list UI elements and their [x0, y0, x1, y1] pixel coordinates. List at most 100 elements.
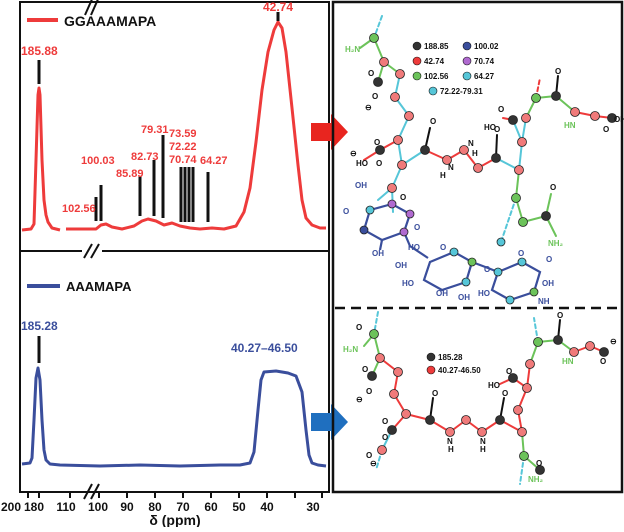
- structure-top: H₂N O O ⊖ O HO O ⊖ O O N H N H O O HO HN…: [343, 15, 624, 306]
- arrow-right-red: [311, 114, 348, 150]
- atom-label: OH: [372, 249, 384, 258]
- atom-label: O: [343, 207, 349, 216]
- peak-label: 42.74: [263, 0, 293, 14]
- peak-label: 100.03: [81, 155, 115, 167]
- x-tick-labels: 200 180 110 100 90 80 70 60 50 40 30: [1, 500, 320, 514]
- peak-label: 72.22: [169, 141, 197, 153]
- top-peak-markers: [37, 12, 280, 222]
- legend-value: 72.22-79.31: [440, 87, 483, 96]
- atom-label: O: [430, 117, 436, 126]
- peak-label: 185.28: [21, 319, 58, 333]
- structure-top-atoms: [359, 33, 617, 305]
- atom-label: O: [502, 389, 508, 398]
- atom-label: H: [440, 171, 446, 180]
- atom-label: O: [518, 249, 524, 258]
- atom-label: OH: [436, 289, 448, 298]
- atom-label: O: [536, 459, 542, 468]
- atom-label: HO: [356, 159, 368, 168]
- peak-label: 102.56: [62, 203, 96, 215]
- structure-bottom-atoms: [367, 329, 609, 475]
- atom-label: OH: [355, 181, 367, 190]
- top-legend-label: GGAAAMAPA: [64, 13, 156, 29]
- atom-label: OH: [458, 293, 470, 302]
- structure-bottom-labels: O H₂N O O ⊖ O O N H N H O O HO O HN O ⊖ …: [343, 311, 617, 484]
- spectra-panel: GGAAAMAPA 185.88 42.74 102.56 100.03 85.…: [1, 0, 330, 528]
- peak-label: 185.88: [21, 44, 58, 58]
- atom-label: N: [447, 437, 453, 446]
- legend-value: 185.28: [438, 353, 463, 362]
- atom-label: O: [382, 417, 388, 426]
- atom-label: ⊖: [610, 337, 617, 346]
- atom-label: N: [480, 437, 486, 446]
- atom-label: O: [498, 105, 504, 114]
- atom-label: HO: [408, 243, 420, 252]
- tick-label: 50: [232, 500, 246, 514]
- atom-label: O: [414, 223, 420, 232]
- axis-break-top: [84, 0, 99, 16]
- tick-label: 30: [306, 500, 320, 514]
- atom-label: O: [494, 125, 500, 134]
- atom-label: HO: [484, 123, 496, 132]
- atom-label: ⊖: [365, 103, 372, 112]
- atom-label: O: [557, 311, 563, 320]
- atom-label: HO: [488, 381, 500, 390]
- atom-label: O: [546, 255, 552, 264]
- legend-value: 70.74: [474, 57, 495, 66]
- tick-label: 40: [260, 500, 274, 514]
- structure-bottom-bonds: [363, 311, 605, 485]
- legend-value: 102.56: [424, 72, 449, 81]
- peak-label: 70.74: [169, 154, 197, 166]
- atom-label: O: [356, 323, 362, 332]
- tick-label: 70: [176, 500, 190, 514]
- atom-label: ⊖: [350, 149, 357, 158]
- structure-bottom: O H₂N O O ⊖ O O N H N H O O HO O HN O ⊖ …: [343, 311, 617, 485]
- tick-label: 80: [148, 500, 162, 514]
- structure-top-labels: H₂N O O ⊖ O HO O ⊖ O O N H N H O O HO HN…: [343, 45, 624, 306]
- atom-label: N: [468, 139, 474, 148]
- atom-label: ⊖: [370, 459, 377, 468]
- tick-label: 90: [120, 500, 134, 514]
- peak-label: 40.27–46.50: [231, 341, 298, 355]
- atom-label: OH: [614, 115, 624, 124]
- tick-label: 60: [204, 500, 218, 514]
- structure-bottom-legend: 185.28 40.27-46.50: [426, 352, 481, 375]
- legend-value: 188.85: [424, 42, 449, 51]
- x-axis: [20, 491, 329, 498]
- atom-label: H: [480, 445, 486, 454]
- atom-label: NH₂: [528, 475, 544, 484]
- atom-label: O: [368, 69, 374, 78]
- atom-label: O: [550, 183, 556, 192]
- atom-label: O: [372, 92, 378, 101]
- atom-label: O: [366, 387, 372, 396]
- atom-label: O: [376, 159, 382, 168]
- atom-label: O: [440, 243, 446, 252]
- arrow-right-blue: [311, 404, 348, 440]
- tick-label: 100: [88, 500, 108, 514]
- atom-label: H: [448, 445, 454, 454]
- atom-label: O: [484, 265, 490, 274]
- atom-label: H₂N: [345, 45, 360, 54]
- structure-top-legend: 188.85 100.02 42.74 70.74 102.56 64.27 7…: [412, 41, 499, 96]
- atom-label: O: [432, 389, 438, 398]
- top-peak-labels: 185.88 42.74 102.56 100.03 85.89 82.73 7…: [21, 0, 293, 215]
- atom-label: NH₂: [548, 239, 564, 248]
- atom-label: O: [362, 365, 368, 374]
- atom-label: O: [366, 451, 372, 460]
- peak-label: 85.89: [116, 168, 144, 180]
- bottom-spectrum-line: [21, 366, 327, 468]
- top-spectrum-line: [21, 20, 326, 232]
- legend-value: 64.27: [474, 72, 495, 81]
- peak-label: 73.59: [169, 128, 197, 140]
- atom-label: O: [603, 125, 609, 134]
- atom-label: N: [448, 163, 454, 172]
- structure-frame: [331, 0, 624, 494]
- atom-label: OH: [542, 279, 554, 288]
- atom-label: ⊖: [356, 395, 363, 404]
- spectra-frame: [19, 1, 330, 493]
- peak-label: 64.27: [200, 155, 228, 167]
- atom-label: O: [600, 357, 606, 366]
- atom-label: O: [374, 138, 380, 147]
- atom-label: H₂N: [343, 345, 358, 354]
- tick-label: 180: [24, 500, 44, 514]
